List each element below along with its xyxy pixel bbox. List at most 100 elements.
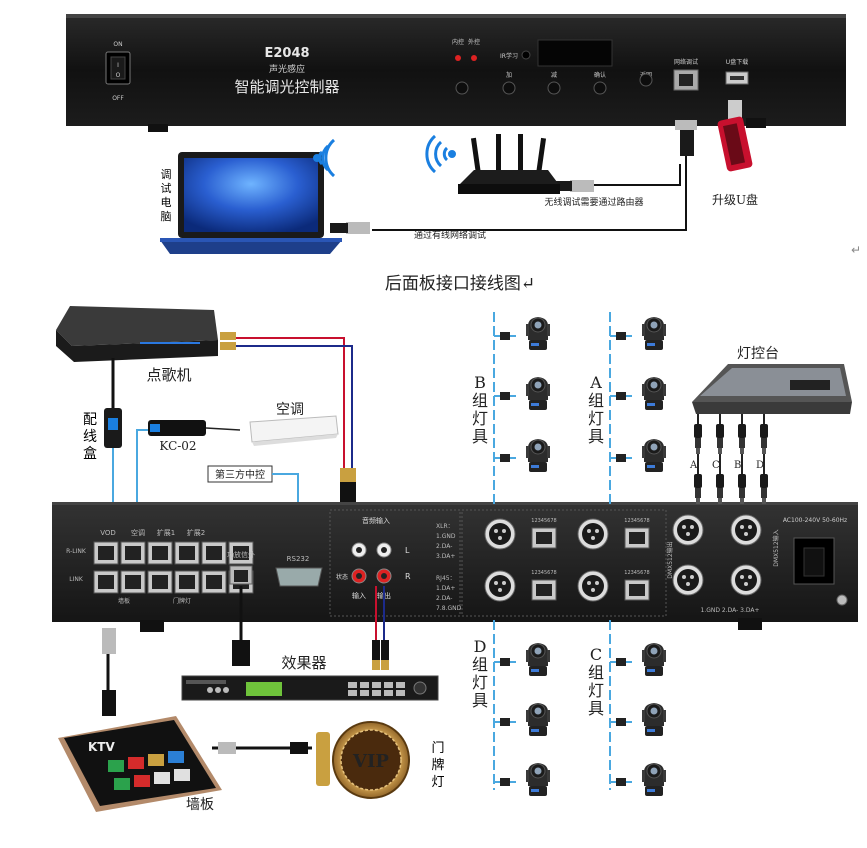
xlr-output-port[interactable] bbox=[484, 518, 516, 550]
svg-text:门牌灯: 门牌灯 bbox=[173, 597, 191, 605]
link-label: LINK bbox=[69, 576, 84, 583]
xlr-input-port[interactable] bbox=[672, 564, 704, 596]
fx-button[interactable] bbox=[360, 682, 369, 688]
rs232-port[interactable] bbox=[275, 567, 323, 587]
rj45-port[interactable] bbox=[120, 570, 146, 594]
svg-text:线: 线 bbox=[83, 429, 97, 445]
net-debug-label: 网络调试 bbox=[674, 58, 698, 66]
moving-head-light bbox=[641, 438, 667, 473]
xlr-input-port[interactable] bbox=[730, 514, 762, 546]
rj45-port[interactable] bbox=[174, 541, 200, 565]
switch-off-label: OFF bbox=[112, 95, 124, 102]
xlr-output-port[interactable] bbox=[577, 518, 609, 550]
xlr-output-port[interactable] bbox=[484, 570, 516, 602]
moving-head-light bbox=[525, 702, 551, 737]
sub-button[interactable] bbox=[547, 81, 561, 95]
fx-button[interactable] bbox=[348, 682, 357, 688]
ir-learn-label: IR学习 bbox=[500, 52, 518, 60]
effects-processor bbox=[181, 675, 439, 701]
light-console bbox=[692, 364, 852, 414]
xlr-input-port[interactable] bbox=[672, 514, 704, 546]
group-label-a: 灯 bbox=[588, 409, 604, 428]
group-label-d: 灯 bbox=[472, 673, 488, 692]
rj45-port[interactable] bbox=[174, 570, 200, 594]
fx-button[interactable] bbox=[348, 690, 357, 696]
rj45-port[interactable] bbox=[201, 570, 227, 594]
rj45-port[interactable] bbox=[93, 541, 119, 565]
add-button[interactable] bbox=[502, 81, 516, 95]
wireless-note: 无线调试需要通过路由器 bbox=[544, 196, 643, 208]
laptop bbox=[160, 152, 342, 254]
fx-button[interactable] bbox=[396, 682, 405, 688]
air-conditioner bbox=[249, 415, 339, 446]
wall-panel-button[interactable] bbox=[154, 772, 170, 784]
moving-head-light bbox=[525, 642, 551, 677]
wall-panel-button[interactable] bbox=[174, 769, 190, 781]
xlr-output-port[interactable] bbox=[577, 570, 609, 602]
confirm-button[interactable] bbox=[593, 81, 607, 95]
rj45-port[interactable] bbox=[201, 541, 227, 565]
led-external-label: 外控 bbox=[468, 38, 480, 46]
fx-button[interactable] bbox=[360, 690, 369, 696]
rj45-dmx-port[interactable] bbox=[624, 579, 650, 601]
group-label-a: A bbox=[589, 373, 602, 392]
moving-head-light bbox=[641, 316, 667, 351]
svg-text:2.DA-: 2.DA- bbox=[436, 595, 452, 602]
svg-text:扩展1: 扩展1 bbox=[157, 528, 175, 537]
switch-i-label: I bbox=[117, 62, 119, 69]
rj45-dmx-port[interactable] bbox=[531, 527, 557, 549]
svg-text:调: 调 bbox=[161, 168, 172, 181]
fx-button[interactable] bbox=[372, 682, 381, 688]
extra-button[interactable] bbox=[455, 81, 469, 95]
rj45-port[interactable] bbox=[93, 570, 119, 594]
debug-pc-label: 调 试 电 脑 bbox=[161, 168, 172, 223]
moving-head-light bbox=[641, 376, 667, 411]
fx-button[interactable] bbox=[372, 690, 381, 696]
fx-knob[interactable] bbox=[413, 681, 427, 695]
dmx-cable-letter: B bbox=[734, 460, 741, 471]
ktv-box-label: 点歌机 bbox=[146, 366, 191, 384]
laptop-wifi-icon bbox=[313, 138, 336, 178]
light-fixture-groups bbox=[493, 312, 667, 797]
group-label-c: 灯 bbox=[588, 681, 604, 700]
xlr-plug bbox=[760, 474, 768, 504]
rs232-label: RS232 bbox=[287, 555, 310, 563]
svg-text:7.8.GND: 7.8.GND bbox=[436, 605, 462, 612]
rj45-port[interactable] bbox=[228, 541, 254, 565]
pin-numbers: 12345678 bbox=[531, 570, 556, 576]
svg-text:盒: 盒 bbox=[83, 445, 97, 462]
console-label: 灯控台 bbox=[737, 346, 779, 362]
moving-head-light bbox=[525, 762, 551, 797]
xlr-input-port[interactable] bbox=[730, 564, 762, 596]
moving-head-light bbox=[525, 376, 551, 411]
wall-panel-button[interactable] bbox=[148, 754, 164, 766]
wall-panel-button[interactable] bbox=[108, 760, 124, 772]
rj45-dmx-port[interactable] bbox=[624, 527, 650, 549]
fx-button[interactable] bbox=[384, 690, 393, 696]
rj45-port[interactable] bbox=[147, 541, 173, 565]
wall-panel-button[interactable] bbox=[114, 778, 130, 790]
back-button[interactable] bbox=[639, 73, 653, 87]
svg-text:空调: 空调 bbox=[131, 528, 145, 537]
fx-button[interactable] bbox=[396, 690, 405, 696]
rj45-port[interactable] bbox=[147, 570, 173, 594]
svg-text:配: 配 bbox=[83, 412, 97, 428]
xlr-bottom-label: 1.GND 2.DA- 3.DA+ bbox=[700, 607, 759, 614]
effects-label: 效果器 bbox=[281, 654, 326, 672]
fx-button[interactable] bbox=[384, 682, 393, 688]
xlr-plug bbox=[738, 424, 746, 454]
rj45-dmx-port[interactable] bbox=[531, 579, 557, 601]
model-name: E2048 bbox=[264, 46, 309, 61]
wall-panel-button[interactable] bbox=[134, 775, 150, 787]
model-subtitle: 声光感应 bbox=[269, 63, 305, 75]
rj45-port[interactable] bbox=[120, 541, 146, 565]
rlink-label: R-LINK bbox=[66, 548, 87, 555]
wall-panel-button[interactable] bbox=[128, 757, 144, 769]
svg-text:2.DA-: 2.DA- bbox=[436, 543, 452, 550]
usb-download-label: U盘下载 bbox=[726, 58, 748, 66]
switch-on-label: ON bbox=[113, 41, 122, 48]
rj45-plug-router bbox=[570, 180, 594, 192]
xlr-plug bbox=[716, 474, 724, 504]
svg-text:墙板: 墙板 bbox=[118, 597, 130, 605]
wall-panel-button[interactable] bbox=[168, 751, 184, 763]
